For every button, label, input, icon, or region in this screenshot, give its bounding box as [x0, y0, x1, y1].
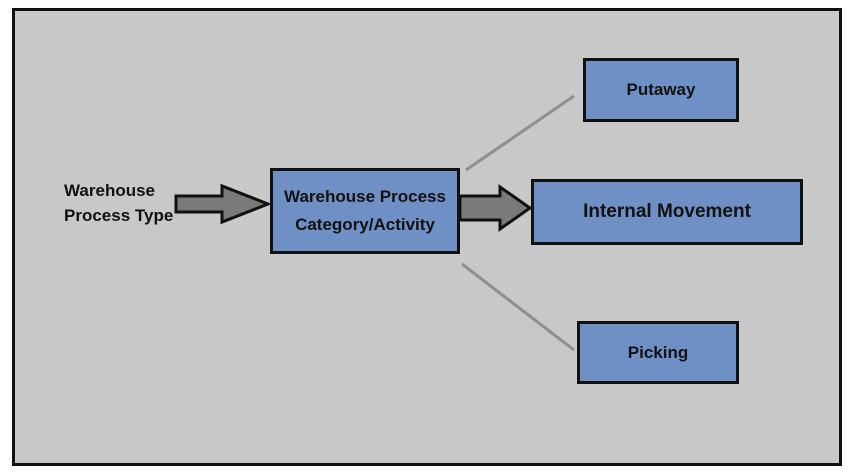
picking-box: Picking [577, 321, 739, 384]
center-box-line2: Category/Activity [295, 215, 435, 234]
putaway-label: Putaway [626, 80, 696, 99]
warehouse-process-type-label: Warehouse Process Type [64, 178, 194, 228]
connector-to-putaway [465, 94, 575, 172]
internal-movement-label: Internal Movement [583, 201, 751, 222]
connector-to-picking [461, 262, 575, 352]
input-arrow [174, 183, 273, 225]
warehouse-process-category-box: Warehouse Process Category/Activity [270, 168, 460, 254]
input-label-line2: Process Type [64, 206, 174, 225]
center-box-line1: Warehouse Process [284, 187, 446, 206]
internal-movement-box: Internal Movement [531, 179, 803, 245]
output-arrow [458, 184, 533, 232]
picking-label: Picking [627, 342, 689, 362]
putaway-box: Putaway [583, 58, 739, 122]
input-label-line1: Warehouse [64, 181, 156, 200]
